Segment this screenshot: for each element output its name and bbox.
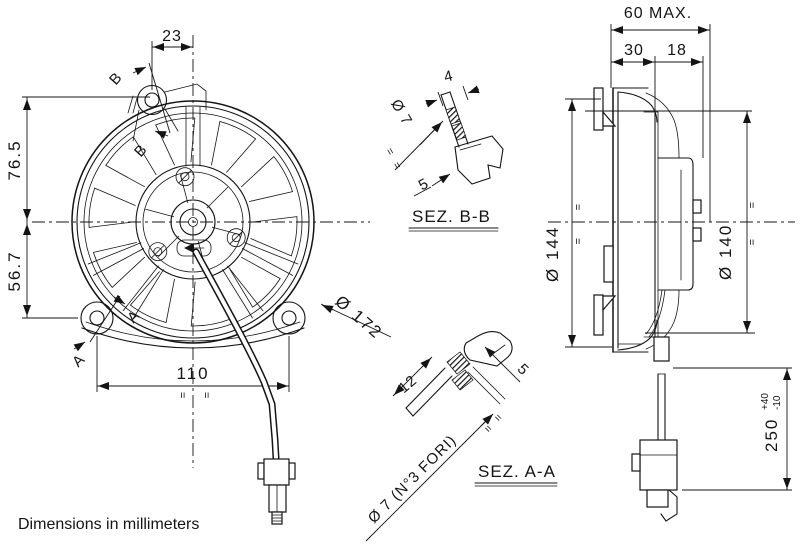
symmetry-mark: =	[745, 202, 757, 208]
dim-bb-hole-label: Ø 7	[387, 97, 415, 129]
dim-left-heights: 76.5 56.7	[5, 96, 150, 319]
front-view: B B A A 23 76.5 56.	[5, 28, 392, 525]
dim-23-label: 23	[162, 28, 182, 45]
dim-76-5-label: 76.5	[5, 139, 24, 180]
dim-172-label: Ø 172	[331, 292, 386, 343]
dim-60max-label: 60 MAX.	[624, 5, 692, 22]
symmetry-mark: =	[383, 146, 397, 158]
section-aa-geometry	[405, 330, 513, 417]
symmetry-mark: =	[571, 238, 583, 244]
dim-diameter-172: Ø 172	[320, 292, 392, 343]
dim-30-label: 30	[624, 42, 644, 59]
section-label-b-upper: B	[106, 69, 126, 89]
dim-bb-5-label: 5	[416, 175, 432, 194]
dim-250-label: 250	[762, 418, 781, 452]
power-cable	[192, 248, 280, 462]
section-bb-title-text: SEZ. B-B	[412, 207, 491, 226]
symmetry-mark: =	[745, 239, 757, 245]
units-note: Dimensions in millimeters	[18, 516, 199, 533]
dim-diameter-144: Ø 144 = =	[543, 98, 612, 348]
dim-bb-4: 4	[425, 67, 480, 108]
fan-shroud-rings	[71, 100, 315, 344]
dim-30-18: 30 18	[611, 42, 704, 158]
bottom-left-tab	[80, 301, 114, 335]
dim-110: 110 = =	[96, 336, 290, 398]
dim-aa-12-label: 12	[395, 372, 420, 397]
dim-bb-5: 5	[413, 173, 451, 197]
symmetry-mark: =	[481, 423, 494, 436]
symmetry-mark: =	[176, 392, 188, 398]
dim-aa-12: 12	[392, 356, 433, 397]
dim-bb-4-label: 4	[442, 67, 455, 86]
section-aa-title: SEZ. A-A	[474, 462, 558, 487]
hub-screws	[148, 167, 246, 262]
motor-hub	[135, 164, 251, 280]
top-strut	[185, 106, 201, 167]
section-label-a-lower: A	[69, 351, 89, 371]
section-bb-geometry	[440, 91, 504, 185]
section-label-b-lower: B	[131, 141, 151, 161]
symmetry-mark: =	[491, 412, 504, 425]
dim-23: 23	[151, 28, 193, 90]
dim-144-label: Ø 144	[543, 226, 562, 282]
dim-aa-holes-label: Ø 7 (N°3 FORI)	[365, 432, 460, 527]
side-body	[593, 87, 702, 441]
dim-cable-250: 250 +40 -10	[673, 367, 792, 491]
symmetry-mark: =	[571, 204, 583, 210]
mounting-skirt	[81, 321, 305, 349]
top-mounting-tab	[127, 83, 207, 142]
bottom-right-tab	[272, 301, 306, 335]
shroud-ribs	[87, 242, 299, 319]
cable-connector-front	[257, 458, 296, 525]
dim-110-label: 110	[176, 364, 209, 383]
section-aa: 12 5 Ø 7 (N°3 FORI) = = SEZ. A-A	[365, 330, 558, 542]
dim-bb-hole: Ø 7 = =	[383, 97, 444, 172]
dim-aa-5-label: 5	[514, 361, 533, 380]
dim-140-label: Ø 140	[716, 224, 735, 280]
cable-connector-side	[631, 439, 678, 522]
dim-56-7-label: 56.7	[5, 250, 24, 291]
section-bb-title: SEZ. B-B	[408, 207, 499, 232]
dim-250-tol-plus: +40	[760, 393, 771, 410]
dim-60-max: 60 MAX.	[610, 5, 711, 222]
side-view: 60 MAX. 30 18 Ø 144 = =	[543, 5, 795, 522]
symmetry-mark: =	[390, 160, 404, 172]
symmetry-mark: =	[200, 392, 212, 398]
section-aa-title-text: SEZ. A-A	[478, 462, 556, 481]
dim-250-tol-minus: -10	[772, 395, 783, 410]
dim-diameter-140: Ø 140 = =	[585, 110, 757, 334]
dim-18-label: 18	[667, 42, 687, 59]
section-bb: 4 Ø 7 = = 5 SEZ. B-B	[383, 67, 504, 232]
rotation-arrow-tag	[176, 239, 212, 257]
